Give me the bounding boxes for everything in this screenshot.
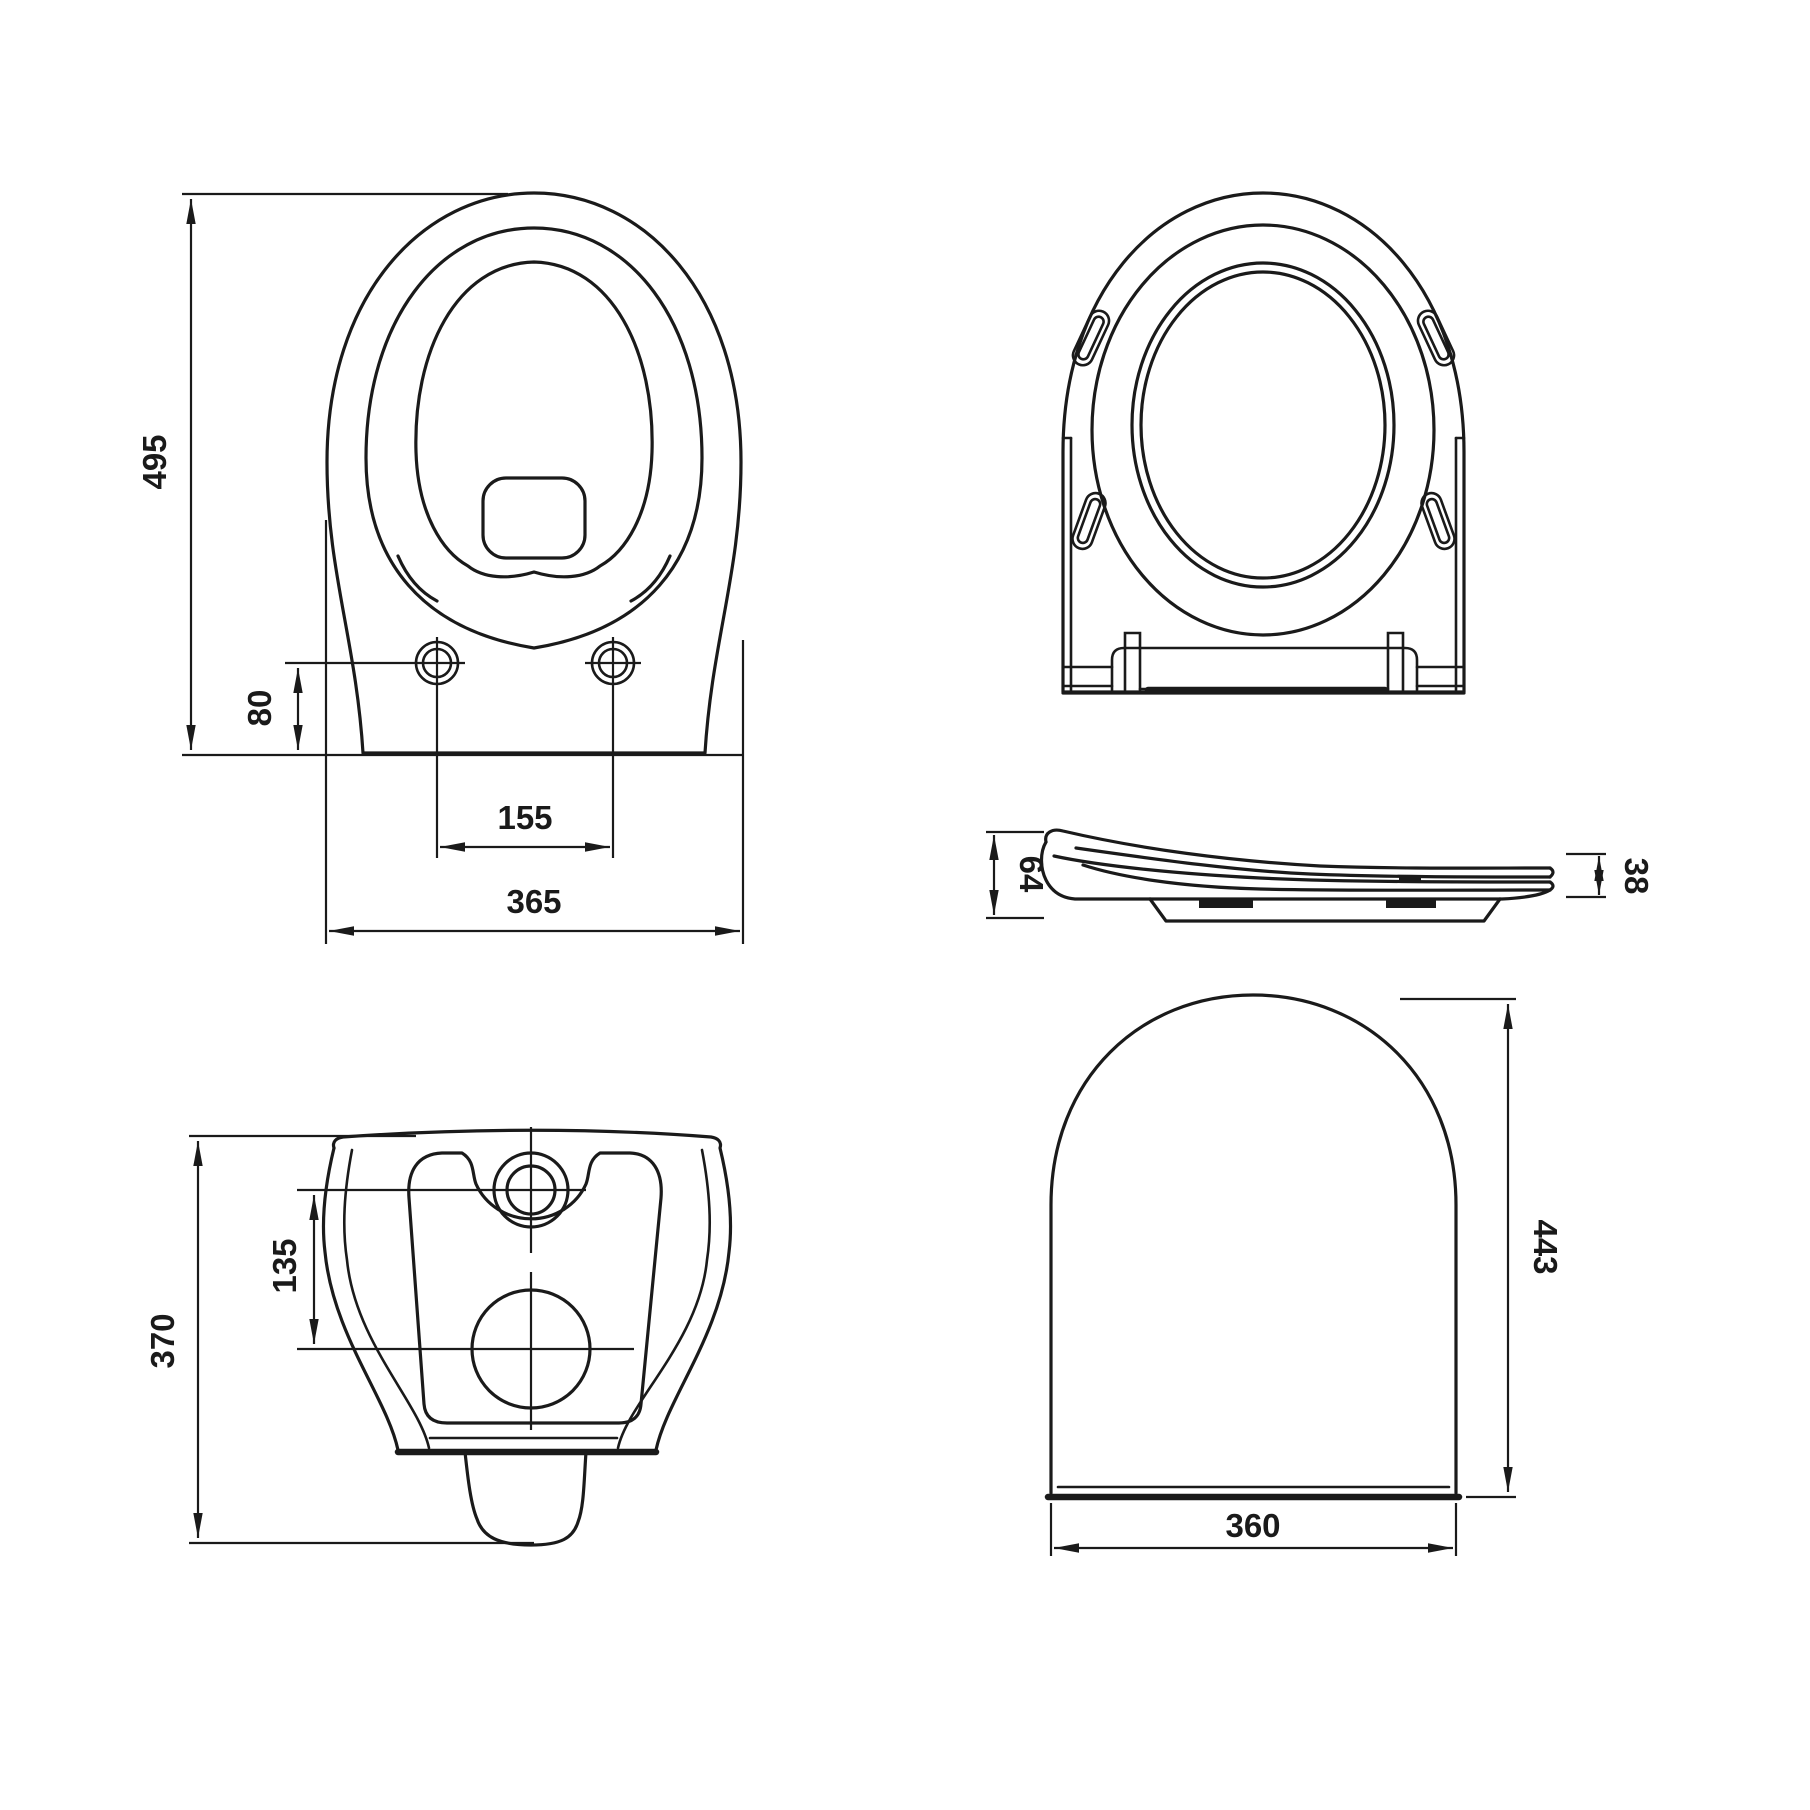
- dim-495: 495: [136, 192, 744, 757]
- flush-opening: [481, 476, 587, 560]
- hinge-pin-left: [1123, 631, 1142, 692]
- seat-top-view: [1061, 191, 1466, 695]
- bumper-left: [1199, 899, 1253, 908]
- bowl-arc-right: [629, 554, 672, 603]
- dim-38: 38: [1566, 852, 1655, 899]
- dim-155: 155: [440, 799, 610, 852]
- dim-label-port-spacing: 135: [266, 1238, 303, 1293]
- dim-80: 80: [241, 661, 465, 750]
- lid-top-view: 443 360: [1044, 993, 1564, 1556]
- drain-port: [470, 1272, 592, 1430]
- dim-360: 360: [1049, 1503, 1458, 1556]
- dim-64: 64: [986, 830, 1050, 920]
- dim-label-hole-spacing: 155: [497, 799, 552, 836]
- dim-365: 365: [324, 520, 745, 944]
- wc-back-view: 370 135: [144, 1127, 733, 1547]
- dim-label-wc-width: 365: [506, 883, 561, 920]
- fixing-hole-left: [414, 637, 460, 858]
- bumper-right: [1386, 899, 1436, 908]
- slot-lower-left: [1071, 491, 1107, 551]
- dim-label-back-height: 370: [144, 1313, 181, 1368]
- dim-label-seat-front: 64: [1013, 856, 1050, 893]
- slot-lower-right: [1420, 491, 1456, 551]
- dim-label-hole-offset: 80: [241, 690, 278, 727]
- dim-443: 443: [1400, 997, 1564, 1499]
- slot-upper-right: [1416, 309, 1456, 367]
- dim-label-lid-height: 443: [1527, 1219, 1564, 1274]
- hinge-pin-right: [1386, 631, 1405, 692]
- dim-label-lid-width: 360: [1225, 1507, 1280, 1544]
- fixing-hole-right: [585, 637, 641, 858]
- lid-bumper: [1399, 877, 1421, 883]
- dim-label-seat-rear: 38: [1618, 858, 1655, 895]
- slot-upper-left: [1071, 309, 1111, 367]
- hinge-bar: [1061, 631, 1466, 695]
- wc-top-view: 495 80 155 365: [136, 191, 745, 944]
- dim-label-wc-height: 495: [136, 434, 173, 489]
- dim-135: 135: [266, 1188, 634, 1351]
- seat-side-view: 64 38: [986, 828, 1655, 923]
- outlet-spigot: [463, 1450, 588, 1547]
- bowl-arc-left: [396, 554, 439, 603]
- dim-370: 370: [144, 1134, 534, 1545]
